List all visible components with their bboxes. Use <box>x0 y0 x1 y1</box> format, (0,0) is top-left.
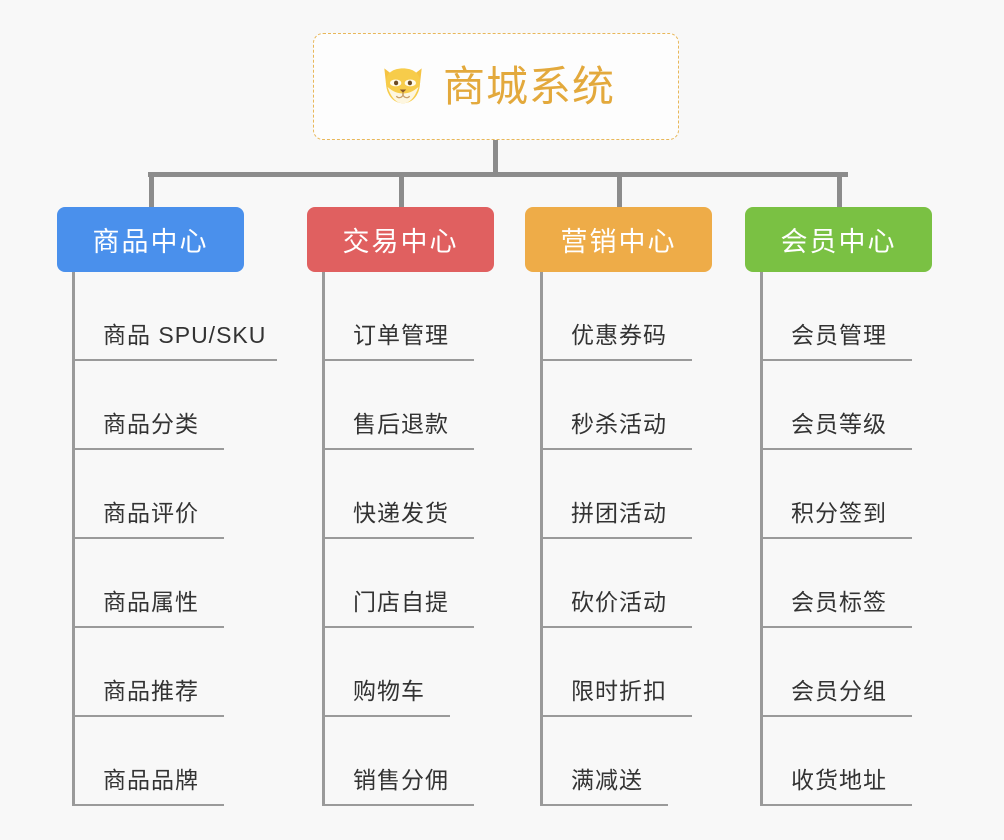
leaf-item-rule <box>760 359 912 361</box>
leaf-item[interactable]: 商品分类 <box>57 361 244 450</box>
leaf-item[interactable]: 商品品牌 <box>57 717 244 806</box>
connector-drop-marketing-center <box>616 172 622 210</box>
leaf-item[interactable]: 限时折扣 <box>525 628 712 717</box>
leaf-item[interactable]: 满减送 <box>525 717 712 806</box>
leaf-item[interactable]: 商品推荐 <box>57 628 244 717</box>
leaf-item[interactable]: 商品评价 <box>57 450 244 539</box>
connector-drop-trade-center <box>398 172 404 210</box>
leaf-item-rule <box>760 448 912 450</box>
leaf-item-label: 会员等级 <box>791 411 887 437</box>
leaf-item-rule <box>322 626 474 628</box>
root-title-text: 商城系统 <box>442 62 615 110</box>
leaf-item-label: 会员管理 <box>791 322 887 348</box>
leaf-item-rule <box>72 359 277 361</box>
leaf-item-rule <box>760 715 912 717</box>
column-header-trade-center[interactable]: 交易中心 <box>307 207 494 272</box>
leaf-item[interactable]: 砍价活动 <box>525 539 712 628</box>
column-member-center: 会员中心会员管理会员等级积分签到会员标签会员分组收货地址 <box>745 207 932 806</box>
leaf-item[interactable]: 快递发货 <box>307 450 494 539</box>
leaf-item-rule <box>760 804 912 806</box>
column-body-trade-center: 订单管理售后退款快递发货门店自提购物车销售分佣 <box>307 272 494 806</box>
connector-drop-member-center <box>836 172 842 210</box>
leaf-item[interactable]: 销售分佣 <box>307 717 494 806</box>
leaf-item-rule <box>322 715 450 717</box>
leaf-item-rule <box>72 448 224 450</box>
column-marketing-center: 营销中心优惠券码秒杀活动拼团活动砍价活动限时折扣满减送 <box>525 207 712 806</box>
root-title-card[interactable]: 商城系统 <box>313 33 679 140</box>
leaf-item-label: 售后退款 <box>353 411 449 437</box>
leaf-item-rule <box>760 537 912 539</box>
leaf-item-rule <box>540 715 692 717</box>
connector-bar <box>148 172 848 177</box>
leaf-item-label: 会员分组 <box>791 678 887 704</box>
column-header-marketing-center[interactable]: 营销中心 <box>525 207 712 272</box>
leaf-item-label: 砍价活动 <box>571 589 667 615</box>
leaf-item-rule <box>72 537 224 539</box>
leaf-item-label: 商品 SPU/SKU <box>103 322 267 348</box>
column-body-product-center: 商品 SPU/SKU 商品分类商品评价商品属性商品推荐商品品牌 <box>57 272 277 806</box>
column-header-member-center[interactable]: 会员中心 <box>745 207 932 272</box>
leaf-item[interactable]: 会员等级 <box>745 361 932 450</box>
leaf-item[interactable]: 门店自提 <box>307 539 494 628</box>
connector-drop-product-center <box>148 172 154 210</box>
leaf-item-label: 限时折扣 <box>571 678 667 704</box>
leaf-item-rule <box>322 804 474 806</box>
leaf-item-rule <box>540 448 692 450</box>
leaf-item[interactable]: 会员管理 <box>745 272 932 361</box>
leaf-item-rule <box>72 804 224 806</box>
leaf-item-label: 收货地址 <box>791 767 887 793</box>
column-spine-product-center <box>72 272 75 806</box>
leaf-item[interactable]: 收货地址 <box>745 717 932 806</box>
column-spine-trade-center <box>322 272 325 806</box>
leaf-item-label: 商品推荐 <box>103 678 199 704</box>
leaf-item-label: 商品品牌 <box>103 767 199 793</box>
leaf-item-rule <box>540 626 692 628</box>
leaf-item-rule <box>540 359 692 361</box>
leaf-item[interactable]: 积分签到 <box>745 450 932 539</box>
column-header-product-center[interactable]: 商品中心 <box>57 207 244 272</box>
leaf-item-label: 门店自提 <box>353 589 449 615</box>
leaf-item-label: 优惠券码 <box>571 322 667 348</box>
leaf-item-label: 积分签到 <box>791 500 887 526</box>
leaf-item-label: 销售分佣 <box>353 767 449 793</box>
leaf-item[interactable]: 商品 SPU/SKU <box>57 272 277 361</box>
leaf-item-rule <box>72 715 224 717</box>
column-spine-marketing-center <box>540 272 543 806</box>
leaf-item-label: 拼团活动 <box>571 500 667 526</box>
leaf-item-rule <box>322 359 474 361</box>
column-trade-center: 交易中心订单管理售后退款快递发货门店自提购物车销售分佣 <box>307 207 494 806</box>
leaf-item-label: 购物车 <box>353 678 425 704</box>
leaf-item-label: 秒杀活动 <box>571 411 667 437</box>
leaf-item-rule <box>760 626 912 628</box>
leaf-item[interactable]: 拼团活动 <box>525 450 712 539</box>
column-body-member-center: 会员管理会员等级积分签到会员标签会员分组收货地址 <box>745 272 932 806</box>
leaf-item[interactable]: 售后退款 <box>307 361 494 450</box>
leaf-item-label: 商品评价 <box>103 500 199 526</box>
column-product-center: 商品中心商品 SPU/SKU 商品分类商品评价商品属性商品推荐商品品牌 <box>57 207 277 806</box>
leaf-item-rule <box>72 626 224 628</box>
leaf-item-label: 快递发货 <box>353 500 449 526</box>
leaf-item[interactable]: 商品属性 <box>57 539 244 628</box>
leaf-item[interactable]: 优惠券码 <box>525 272 712 361</box>
leaf-item[interactable]: 订单管理 <box>307 272 494 361</box>
leaf-item-label: 会员标签 <box>791 589 887 615</box>
leaf-item-label: 满减送 <box>571 767 643 793</box>
connector-stem <box>493 140 498 175</box>
leaf-item-rule <box>540 804 668 806</box>
leaf-item-rule <box>322 537 474 539</box>
leaf-item-label: 商品属性 <box>103 589 199 615</box>
leaf-item-rule <box>322 448 474 450</box>
leaf-item[interactable]: 秒杀活动 <box>525 361 712 450</box>
leaf-item-label: 商品分类 <box>103 411 199 437</box>
leaf-item-rule <box>540 537 692 539</box>
shiba-dog-emoji <box>384 67 422 103</box>
leaf-item-label: 订单管理 <box>353 322 449 348</box>
leaf-item[interactable]: 会员分组 <box>745 628 932 717</box>
column-body-marketing-center: 优惠券码秒杀活动拼团活动砍价活动限时折扣满减送 <box>525 272 712 806</box>
column-spine-member-center <box>760 272 763 806</box>
leaf-item[interactable]: 购物车 <box>307 628 494 717</box>
leaf-item[interactable]: 会员标签 <box>745 539 932 628</box>
